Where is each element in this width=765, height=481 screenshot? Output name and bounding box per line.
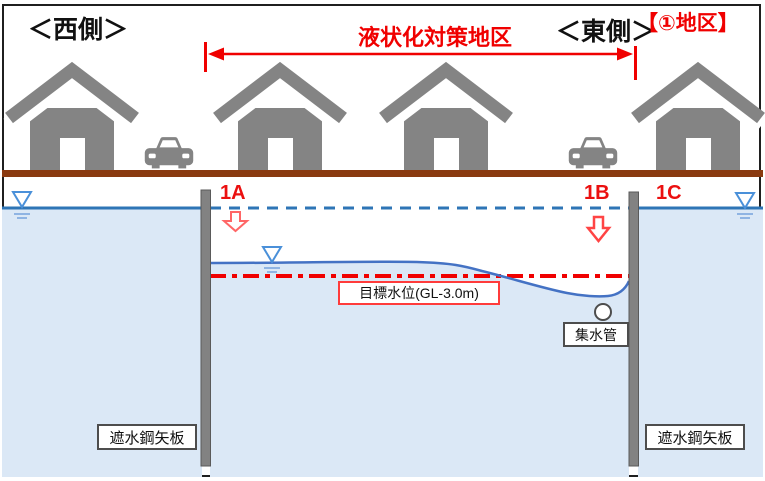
measure-arrow xyxy=(204,42,637,80)
sheet-pile-right xyxy=(628,191,639,467)
water-level-icon xyxy=(11,191,33,219)
sheet-pile-left xyxy=(200,189,211,467)
house-icon xyxy=(377,61,515,170)
collector-pipe-label: 集水管 xyxy=(563,322,629,347)
circle-pipe-icon xyxy=(594,303,612,321)
water-level-icon xyxy=(734,192,756,219)
zone-extent-label: 液状化対策地区 xyxy=(357,25,512,50)
car-icon xyxy=(568,137,618,169)
house-icon xyxy=(3,61,141,170)
district-badge: 【①地区】 xyxy=(637,12,739,35)
sheet-pile-right-label: 遮水鋼矢板 xyxy=(645,424,745,450)
car-icon xyxy=(144,137,194,169)
marker-1c: 1C xyxy=(656,182,682,204)
marker-1a: 1A xyxy=(220,182,246,204)
hollow-down-arrow-icon xyxy=(221,211,250,233)
house-icon xyxy=(211,61,349,170)
east-side-label: ＜東側＞ xyxy=(556,18,657,46)
underground-diagram xyxy=(2,189,763,477)
water-level-icon xyxy=(261,246,283,273)
lowered-water-curve xyxy=(209,260,631,298)
target-level-label: 目標水位(GL-3.0m) xyxy=(338,281,500,305)
hollow-down-arrow-icon xyxy=(585,215,612,243)
ground-line xyxy=(2,170,763,177)
groundwater-fill-inside xyxy=(210,261,629,477)
marker-1b: 1B xyxy=(584,182,610,204)
sheet-pile-left-label: 遮水鋼矢板 xyxy=(97,424,197,450)
west-side-label: ＜西側＞ xyxy=(28,16,129,44)
house-icon xyxy=(629,61,765,170)
